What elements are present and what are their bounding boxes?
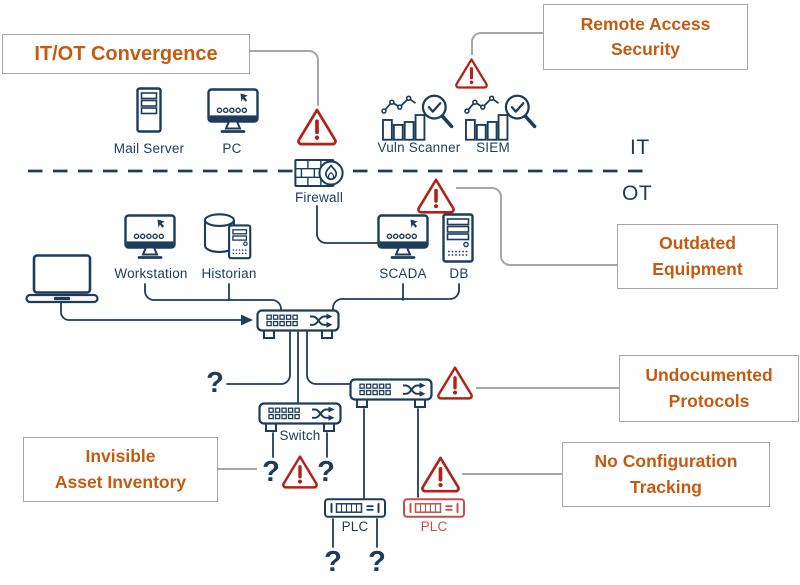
scada-label: SCADA — [379, 266, 427, 281]
annotation-text: IT/OT Convergence — [34, 42, 218, 65]
question-mark: ? — [368, 546, 386, 578]
warning-icon-outdated — [416, 177, 456, 214]
db-label: DB — [449, 266, 469, 281]
plc-label: PLC — [341, 519, 369, 534]
mail-server-icon — [136, 87, 162, 133]
firewall-icon — [294, 155, 344, 191]
warning-icon-protocols — [436, 365, 474, 400]
mail-server-label: Mail Server — [113, 141, 185, 156]
annotation-text: Protocols — [668, 390, 750, 411]
it-zone-label: IT — [630, 136, 650, 159]
firewall-label: Firewall — [294, 190, 344, 205]
annotation-convergence: IT/OT Convergence — [2, 34, 250, 74]
scada-icon — [377, 214, 429, 260]
historian-label: Historian — [201, 266, 257, 281]
annotation-text: Remote Access — [580, 13, 711, 34]
question-mark: ? — [317, 456, 335, 488]
rogue-plc-label: PLC — [420, 519, 448, 534]
annotation-text: Equipment — [652, 258, 743, 279]
rogue-plc-icon — [403, 498, 465, 518]
plc-icon — [324, 498, 386, 518]
question-mark: ? — [324, 546, 342, 578]
siem-label: SIEM — [476, 140, 510, 155]
pc-icon — [207, 88, 259, 134]
annotation-remote-access: Remote Access Security — [543, 4, 748, 70]
annotation-text: Invisible — [85, 446, 156, 467]
vuln-scanner-label: Vuln Scanner — [377, 140, 461, 155]
warning-icon-config — [420, 455, 461, 493]
annotation-text: No Configuration — [594, 451, 738, 472]
laptop-icon — [25, 254, 99, 304]
switch-label: Switch — [279, 428, 321, 443]
annotation-text: Tracking — [630, 476, 702, 497]
annotation-outdated: Outdated Equipment — [617, 224, 778, 289]
db-icon — [442, 213, 474, 263]
pc-label: PC — [222, 141, 242, 156]
core-switch-icon — [256, 309, 340, 341]
warning-icon-convergence — [296, 107, 338, 146]
warning-icon-inventory — [281, 454, 319, 489]
annotation-text: Undocumented — [645, 365, 773, 386]
historian-icon — [202, 211, 260, 263]
annotation-protocols: Undocumented Protocols — [619, 355, 799, 422]
vuln-scanner-icon — [381, 94, 458, 142]
annotation-text: Outdated — [659, 233, 736, 254]
question-mark: ? — [262, 456, 280, 488]
annotation-inventory: Invisible Asset Inventory — [23, 437, 218, 502]
arrow-head — [241, 314, 253, 326]
annotation-text: Security — [610, 39, 681, 59]
siem-icon — [464, 94, 541, 142]
warning-icon-remote-access — [454, 57, 489, 89]
question-mark: ? — [206, 367, 224, 399]
workstation-icon — [124, 214, 176, 260]
annotation-text: Asset Inventory — [54, 471, 187, 492]
annotation-config: No Configuration Tracking — [562, 442, 770, 507]
undocumented-switch-icon — [349, 378, 433, 410]
workstation-label: Workstation — [114, 266, 188, 281]
ot-zone-label: OT — [622, 182, 653, 205]
